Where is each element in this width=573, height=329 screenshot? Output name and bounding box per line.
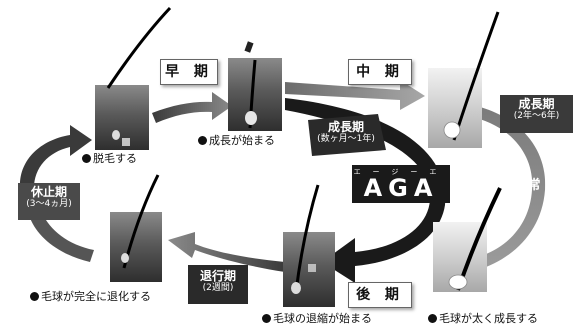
bullet-icon: [428, 314, 437, 323]
follicle-middle: [428, 11, 500, 148]
bullet-icon: [82, 154, 91, 163]
caption-shedding-text: 脱毛する: [93, 152, 137, 165]
follicle-regression: [110, 174, 162, 282]
aga-text: AGA: [363, 174, 439, 202]
stage-box-resting: [18, 183, 80, 220]
phase-late-label: 後 期: [348, 282, 412, 308]
normal-cycle-label: 正常時: [510, 178, 562, 193]
stage-growth-normal: 成長期 (2年〜6年): [500, 97, 573, 122]
aga-badge: エージーエー AGA: [352, 165, 450, 203]
arrow-late-to-regression: [168, 232, 285, 272]
phase-middle-label: 中 期: [348, 59, 412, 85]
arrow-regression-to-resting: [30, 213, 94, 262]
caption-growth-start: 成長が始まる: [198, 134, 275, 148]
bullet-icon: [30, 292, 39, 301]
caption-bulb-shrink: 毛球の退縮が始まる: [262, 312, 372, 326]
stage-box-growth-normal: [500, 95, 573, 133]
stage-resting: 休止期 (3〜4ヵ月): [18, 185, 80, 210]
stage-growth-normal-label: 成長期: [518, 97, 555, 111]
bullet-icon: [198, 136, 207, 145]
stage-growth: 成長期 (数ヶ月〜1年): [306, 120, 386, 145]
follicle-late: [283, 184, 335, 307]
arrow-shedding-to-early: [152, 92, 232, 123]
stage-regression-label: 退行期: [199, 269, 236, 283]
aga-ruby: エージーエー: [353, 168, 449, 186]
stage-resting-label: 休止期: [30, 185, 67, 199]
caption-bulb-grow: 毛球が太く成長する: [428, 312, 538, 326]
phase-early-label: 早 期: [160, 59, 218, 85]
follicle-thick: [433, 187, 502, 292]
bullet-icon: [262, 314, 271, 323]
caption-shedding: 脱毛する: [82, 152, 137, 166]
stage-box-growth: [308, 114, 386, 156]
caption-bulb-grow-text: 毛球が太く成長する: [439, 312, 538, 325]
stage-resting-sub: (3〜4ヵ月): [26, 199, 72, 209]
caption-growth-start-text: 成長が始まる: [209, 134, 275, 147]
caption-bulb-regress-text: 毛球が完全に退化する: [41, 290, 151, 303]
arrow-early-to-middle: [285, 80, 425, 110]
aga-cycle-arrow: [285, 98, 446, 283]
stage-regression: 退行期 (2週間): [188, 269, 248, 294]
follicle-early: [228, 41, 282, 131]
stage-growth-label: 成長期: [327, 120, 364, 134]
normal-cycle-arrow: [450, 102, 546, 283]
stage-growth-sub: (数ヶ月〜1年): [317, 134, 375, 144]
stage-regression-sub: (2週間): [202, 283, 234, 293]
caption-bulb-regress: 毛球が完全に退化する: [30, 290, 151, 304]
stage-box-regression: [188, 265, 248, 304]
arrow-resting-to-shedding: [20, 125, 92, 188]
stage-growth-normal-sub: (2年〜6年): [513, 111, 560, 121]
caption-bulb-shrink-text: 毛球の退縮が始まる: [273, 312, 372, 325]
follicle-shedding: [95, 6, 172, 150]
